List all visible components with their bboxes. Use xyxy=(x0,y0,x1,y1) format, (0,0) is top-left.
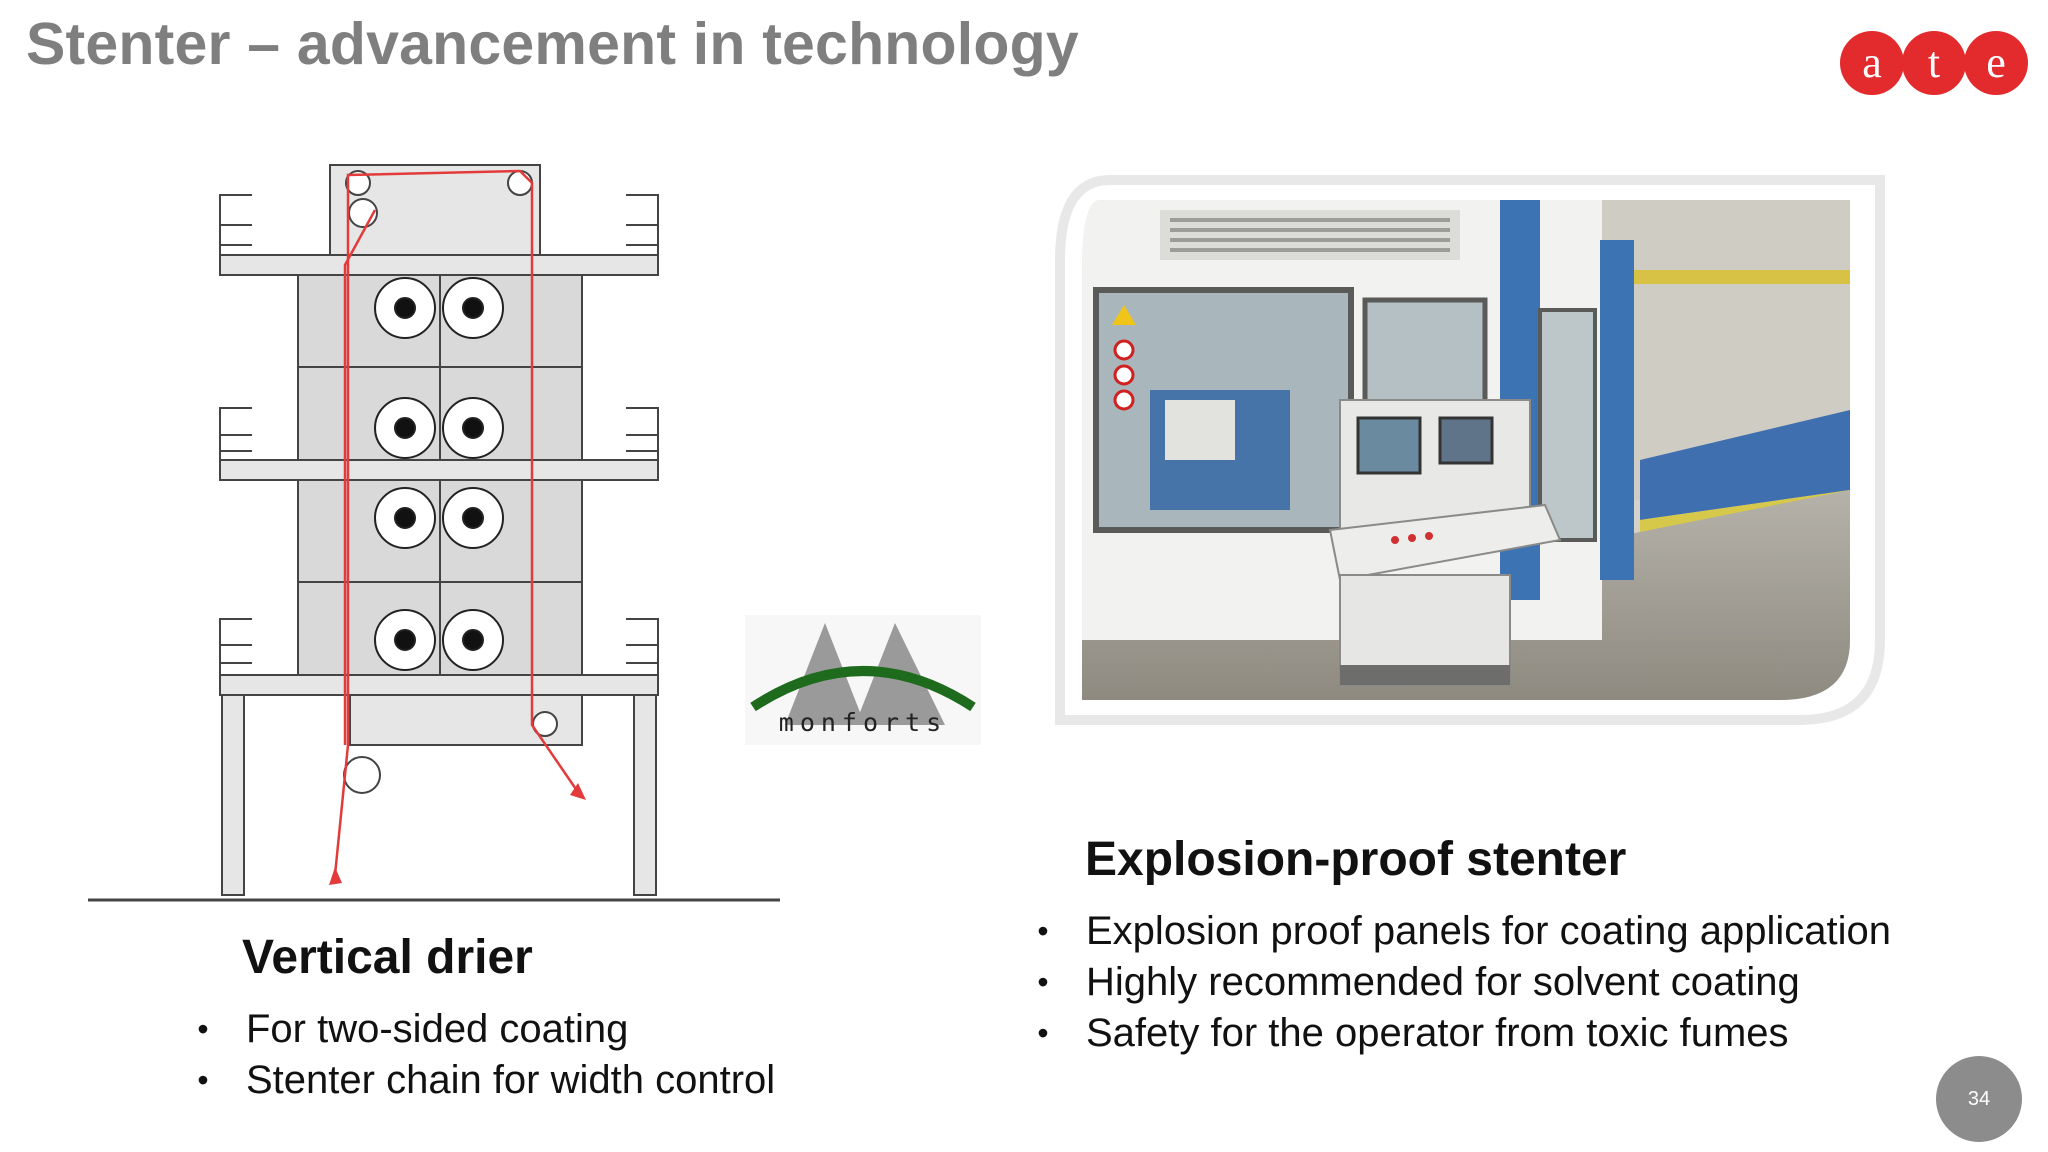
photo-console-screen-2 xyxy=(1438,416,1494,465)
ate-logo: a t e xyxy=(1840,31,2028,95)
fabric-path-arrow-out xyxy=(570,783,586,800)
ate-logo-letter-a: a xyxy=(1862,38,1882,87)
monforts-logo-arc xyxy=(750,666,976,712)
ate-logo-circle-a xyxy=(1840,31,1904,95)
drier-fans xyxy=(374,277,504,671)
bullet-item: • Highly recommended for solvent coating xyxy=(1028,957,1891,1008)
page-number-badge: 34 xyxy=(1936,1056,2022,1142)
bullet-dot: • xyxy=(197,1011,209,1047)
ate-logo-circle-t xyxy=(1902,31,1966,95)
ate-logo-circle-e xyxy=(1964,31,2028,95)
bullet-item: • Stenter chain for width control xyxy=(188,1055,775,1106)
fabric-path xyxy=(333,169,582,876)
slide-title: Stenter – advancement in technology xyxy=(26,11,1079,77)
bullet-dot: • xyxy=(197,1062,209,1098)
monforts-logo-wordmark: monforts xyxy=(779,708,947,737)
bullet-item: • Safety for the operator from toxic fume… xyxy=(1028,1008,1891,1059)
explosion-proof-stenter-photo xyxy=(1055,175,1885,725)
bullet-text: Safety for the operator from toxic fumes xyxy=(1086,1011,1789,1055)
photo-console-screen-1 xyxy=(1356,416,1422,475)
vertical-drier-diagram xyxy=(88,164,780,902)
bullet-text: Explosion proof panels for coating appli… xyxy=(1086,909,1891,953)
fabric-path-arrow-in xyxy=(329,867,342,885)
ate-logo-letter-t: t xyxy=(1928,38,1940,87)
photo-crane-beam xyxy=(1580,270,1850,284)
photo-warning-signs xyxy=(1112,305,1136,411)
bullet-item: • For two-sided coating xyxy=(188,1004,775,1055)
bullet-dot: • xyxy=(1037,913,1049,949)
bullet-item: • Explosion proof panels for coating appl… xyxy=(1028,906,1891,957)
bullet-text: Highly recommended for solvent coating xyxy=(1086,960,1800,1004)
vertical-drier-bullets: • For two-sided coating • Stenter chain fo… xyxy=(188,1004,775,1106)
vertical-drier-heading: Vertical drier xyxy=(242,931,533,984)
monforts-logo: monforts xyxy=(745,615,981,745)
photo-control-console xyxy=(1328,399,1562,686)
bullet-text: For two-sided coating xyxy=(246,1007,629,1051)
drier-railings xyxy=(219,194,659,675)
explosion-proof-bullets: • Explosion proof panels for coating appl… xyxy=(1028,906,1891,1059)
explosion-proof-heading: Explosion-proof stenter xyxy=(1085,833,1627,886)
bullet-text: Stenter chain for width control xyxy=(246,1058,776,1102)
ate-logo-letter-e: e xyxy=(1986,38,2006,87)
photo-stenter-line xyxy=(1640,410,1850,520)
drier-rollers xyxy=(343,170,558,794)
bullet-dot: • xyxy=(1037,1015,1049,1051)
bullet-dot: • xyxy=(1037,964,1049,1000)
